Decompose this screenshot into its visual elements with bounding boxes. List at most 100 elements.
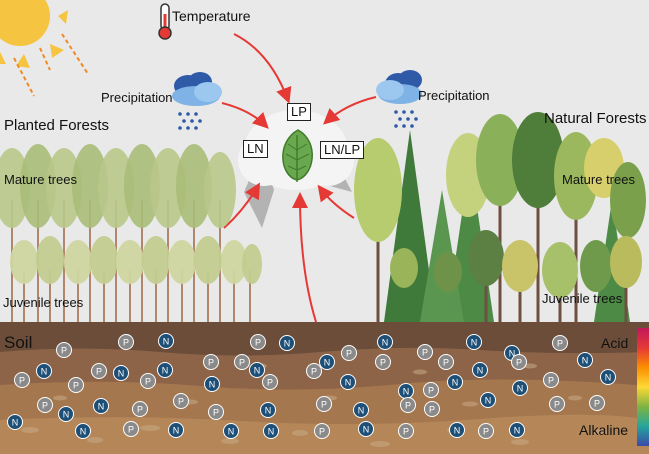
phosphorus-dot: P [37,397,53,413]
phosphorus-dot-label: P [239,358,245,368]
nitrogen-dot: N [36,363,52,379]
soil-pebbles [21,363,608,447]
phosphorus-dot-label: P [403,427,409,437]
natural-forests-label: Natural Forests [544,110,647,127]
phosphorus-dot-label: P [311,367,317,377]
phosphorus-dot: P [417,344,433,360]
phosphorus-dot: P [234,354,250,370]
phosphorus-dot-label: P [137,405,143,415]
nitrogen-dot-label: N [454,426,461,436]
lnlp-label: LN/LP [320,141,365,160]
phosphorus-dot-label: P [178,397,184,407]
phosphorus-dot: P [314,423,330,439]
nitrogen-dot-label: N [41,367,48,377]
precipitation-right-label: Precipitation [418,88,490,103]
arrow-precipitation-right [323,96,377,125]
phosphorus-dot: P [589,395,605,411]
nitrogen-dot-label: N [403,387,410,397]
phosphorus-dot-label: P [255,338,261,348]
arrow-precipitation-left [221,102,269,129]
nitrogen-dot-label: N [485,396,492,406]
nitrogen-dot: N [7,414,23,430]
phosphorus-dot-label: P [321,400,327,410]
nitrogen-dot-label: N [582,356,589,366]
phosphorus-dot: P [316,396,332,412]
nitrogen-dot-label: N [265,406,272,416]
nitrogen-dot: N [509,422,525,438]
phosphorus-dot: P [118,334,134,350]
phosphorus-dot: P [56,342,72,358]
phosphorus-dot-label: P [516,358,522,368]
juvenile-trees-left-label: Juvenile trees [3,295,84,310]
soil-label: Soil [4,333,33,352]
nitrogen-dot: N [249,362,265,378]
ph-gradient-bar [637,328,649,446]
nitrogen-dot: N [113,365,129,381]
mature-trees-left-label: Mature trees [4,172,77,187]
nitrogen-dot-label: N [12,418,19,428]
nitrogen-dot: N [466,334,482,350]
phosphorus-dot-label: P [380,358,386,368]
phosphorus-dot-label: P [145,377,151,387]
nitrogen-dot-label: N [452,378,459,388]
phosphorus-dot-label: P [428,386,434,396]
planted-forests-label: Planted Forests [4,117,110,134]
phosphorus-dot: P [208,404,224,420]
nitrogen-dot-label: N [324,358,331,368]
phosphorus-dot: P [68,377,84,393]
phosphorus-dot: P [341,345,357,361]
nitrogen-dot-label: N [254,366,261,376]
phosphorus-dot-label: P [123,338,129,348]
phosphorus-dot: P [438,354,454,370]
phosphorus-dot: P [250,334,266,350]
phosphorus-dot-label: P [42,401,48,411]
phosphorus-dot-label: P [548,376,554,386]
phosphorus-dot-label: P [554,400,560,410]
nitrogen-dot-label: N [345,378,352,388]
nitrogen-dot: N [223,423,239,439]
arrow-soil [292,192,317,323]
nitrogen-dot: N [58,406,74,422]
nitrogen-dot: N [377,334,393,350]
phosphorus-dot: P [423,382,439,398]
juvenile-trees-right-label: Juvenile trees [542,291,623,306]
phosphorus-dot-label: P [128,425,134,435]
phosphorus-dot: P [400,397,416,413]
phosphorus-dot-label: P [19,376,25,386]
planted-juvenile-canopy [10,236,262,284]
phosphorus-dot: P [478,423,494,439]
nitrogen-dot-label: N [363,425,370,435]
nitrogen-dot-label: N [509,349,516,359]
thermometer-icon [158,3,172,40]
nitrogen-dot-label: N [268,427,275,437]
phosphorus-dot-label: P [422,348,428,358]
planted-mature-canopy [0,144,236,228]
phosphorus-dot: P [511,354,527,370]
nitrogen-dot: N [158,333,174,349]
ln-label: LN [243,140,268,159]
phosphorus-dot-label: P [557,339,563,349]
nitrogen-dot-label: N [477,366,484,376]
phosphorus-dot-label: P [483,427,489,437]
nitrogen-dot: N [260,402,276,418]
phosphorus-dot: P [14,372,30,388]
nitrogen-dot: N [600,369,616,385]
nitrogen-dot-label: N [173,426,180,436]
nitrogen-dot-label: N [163,337,170,347]
nitrogen-dot: N [480,392,496,408]
phosphorus-dot-label: P [208,358,214,368]
rain-cloud-icon [376,70,422,128]
nitrogen-dot: N [263,423,279,439]
nitrogen-dot-label: N [605,373,612,383]
nitrogen-dot: N [472,362,488,378]
phosphorus-dot-label: P [267,378,273,388]
phosphorus-dot: P [91,363,107,379]
natural-canopies [354,112,646,298]
phosphorus-dot-label: P [61,346,67,356]
nitrogen-dot-label: N [471,338,478,348]
nitrogen-dot: N [168,422,184,438]
nitrogen-dot-label: N [382,338,389,348]
phosphorus-dot: P [140,373,156,389]
